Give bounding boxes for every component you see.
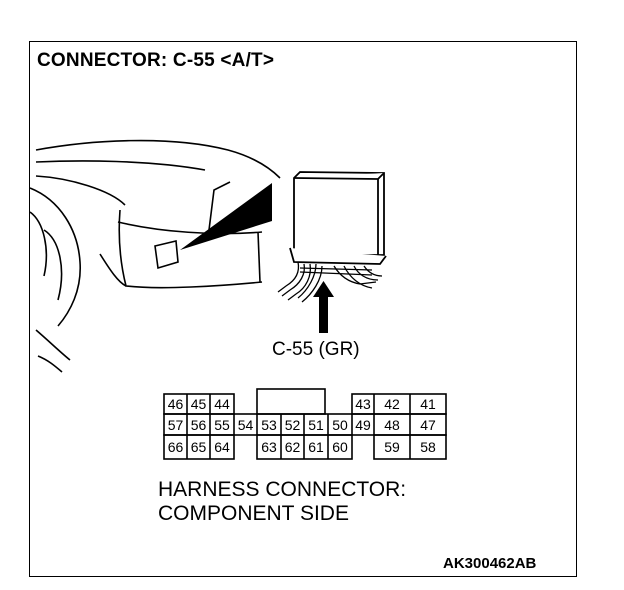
pin-57: 57 (168, 417, 184, 433)
pin-44: 44 (214, 396, 230, 412)
pin-46: 46 (168, 396, 184, 412)
pin-55: 55 (214, 417, 230, 433)
pin-63: 63 (261, 439, 277, 455)
pin-58: 58 (420, 439, 436, 455)
pin-59: 59 (384, 439, 400, 455)
connector-label: C-55 (GR) (272, 339, 360, 360)
pin-49: 49 (355, 417, 371, 433)
pin-65: 65 (191, 439, 207, 455)
reference-code: AK300462AB (443, 555, 537, 572)
pin-53: 53 (261, 417, 277, 433)
pin-43: 43 (355, 396, 371, 412)
dashboard-drawing (29, 139, 281, 373)
pin-62: 62 (285, 439, 301, 455)
diagram-frame (29, 41, 577, 577)
pin-56: 56 (191, 417, 207, 433)
pin-66: 66 (168, 439, 184, 455)
component-side-heading: COMPONENT SIDE (158, 502, 349, 525)
pointer-arrow (313, 281, 334, 333)
harness-wires (277, 261, 383, 303)
harness-connector-heading: HARNESS CONNECTOR: (158, 478, 407, 501)
pin-48: 48 (384, 417, 400, 433)
pin-64: 64 (214, 439, 230, 455)
pin-47: 47 (420, 417, 436, 433)
pin-52: 52 (285, 417, 301, 433)
pin-41: 41 (420, 396, 436, 412)
pointer-wedge (180, 183, 272, 250)
connector-title: CONNECTOR: C-55 <A/T> (37, 50, 275, 71)
pin-50: 50 (332, 417, 348, 433)
pin-51: 51 (308, 417, 324, 433)
control-unit (289, 171, 387, 265)
pin-60: 60 (332, 439, 348, 455)
pin-labels: 46 45 44 43 42 41 57 56 55 54 53 52 51 5… (168, 396, 436, 455)
pin-45: 45 (191, 396, 207, 412)
location-box (154, 240, 179, 270)
pin-grid (163, 388, 447, 460)
pin-61: 61 (308, 439, 324, 455)
pin-54: 54 (238, 417, 254, 433)
pin-42: 42 (384, 396, 400, 412)
